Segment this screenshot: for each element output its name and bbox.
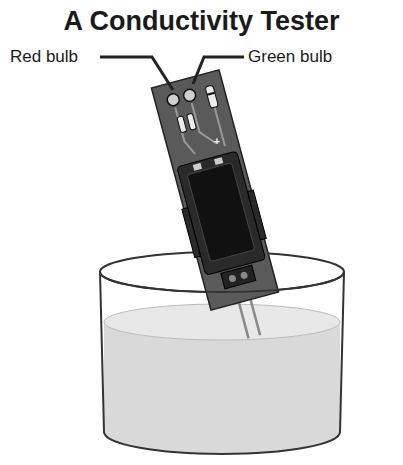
polarity-mark: + — [214, 136, 220, 147]
diagram-title: A Conductivity Tester — [0, 6, 403, 37]
part-label: Red bulb — [10, 47, 78, 67]
part-label: Green bulb — [248, 47, 332, 67]
leader-line — [193, 57, 244, 84]
leader-line — [100, 57, 173, 90]
